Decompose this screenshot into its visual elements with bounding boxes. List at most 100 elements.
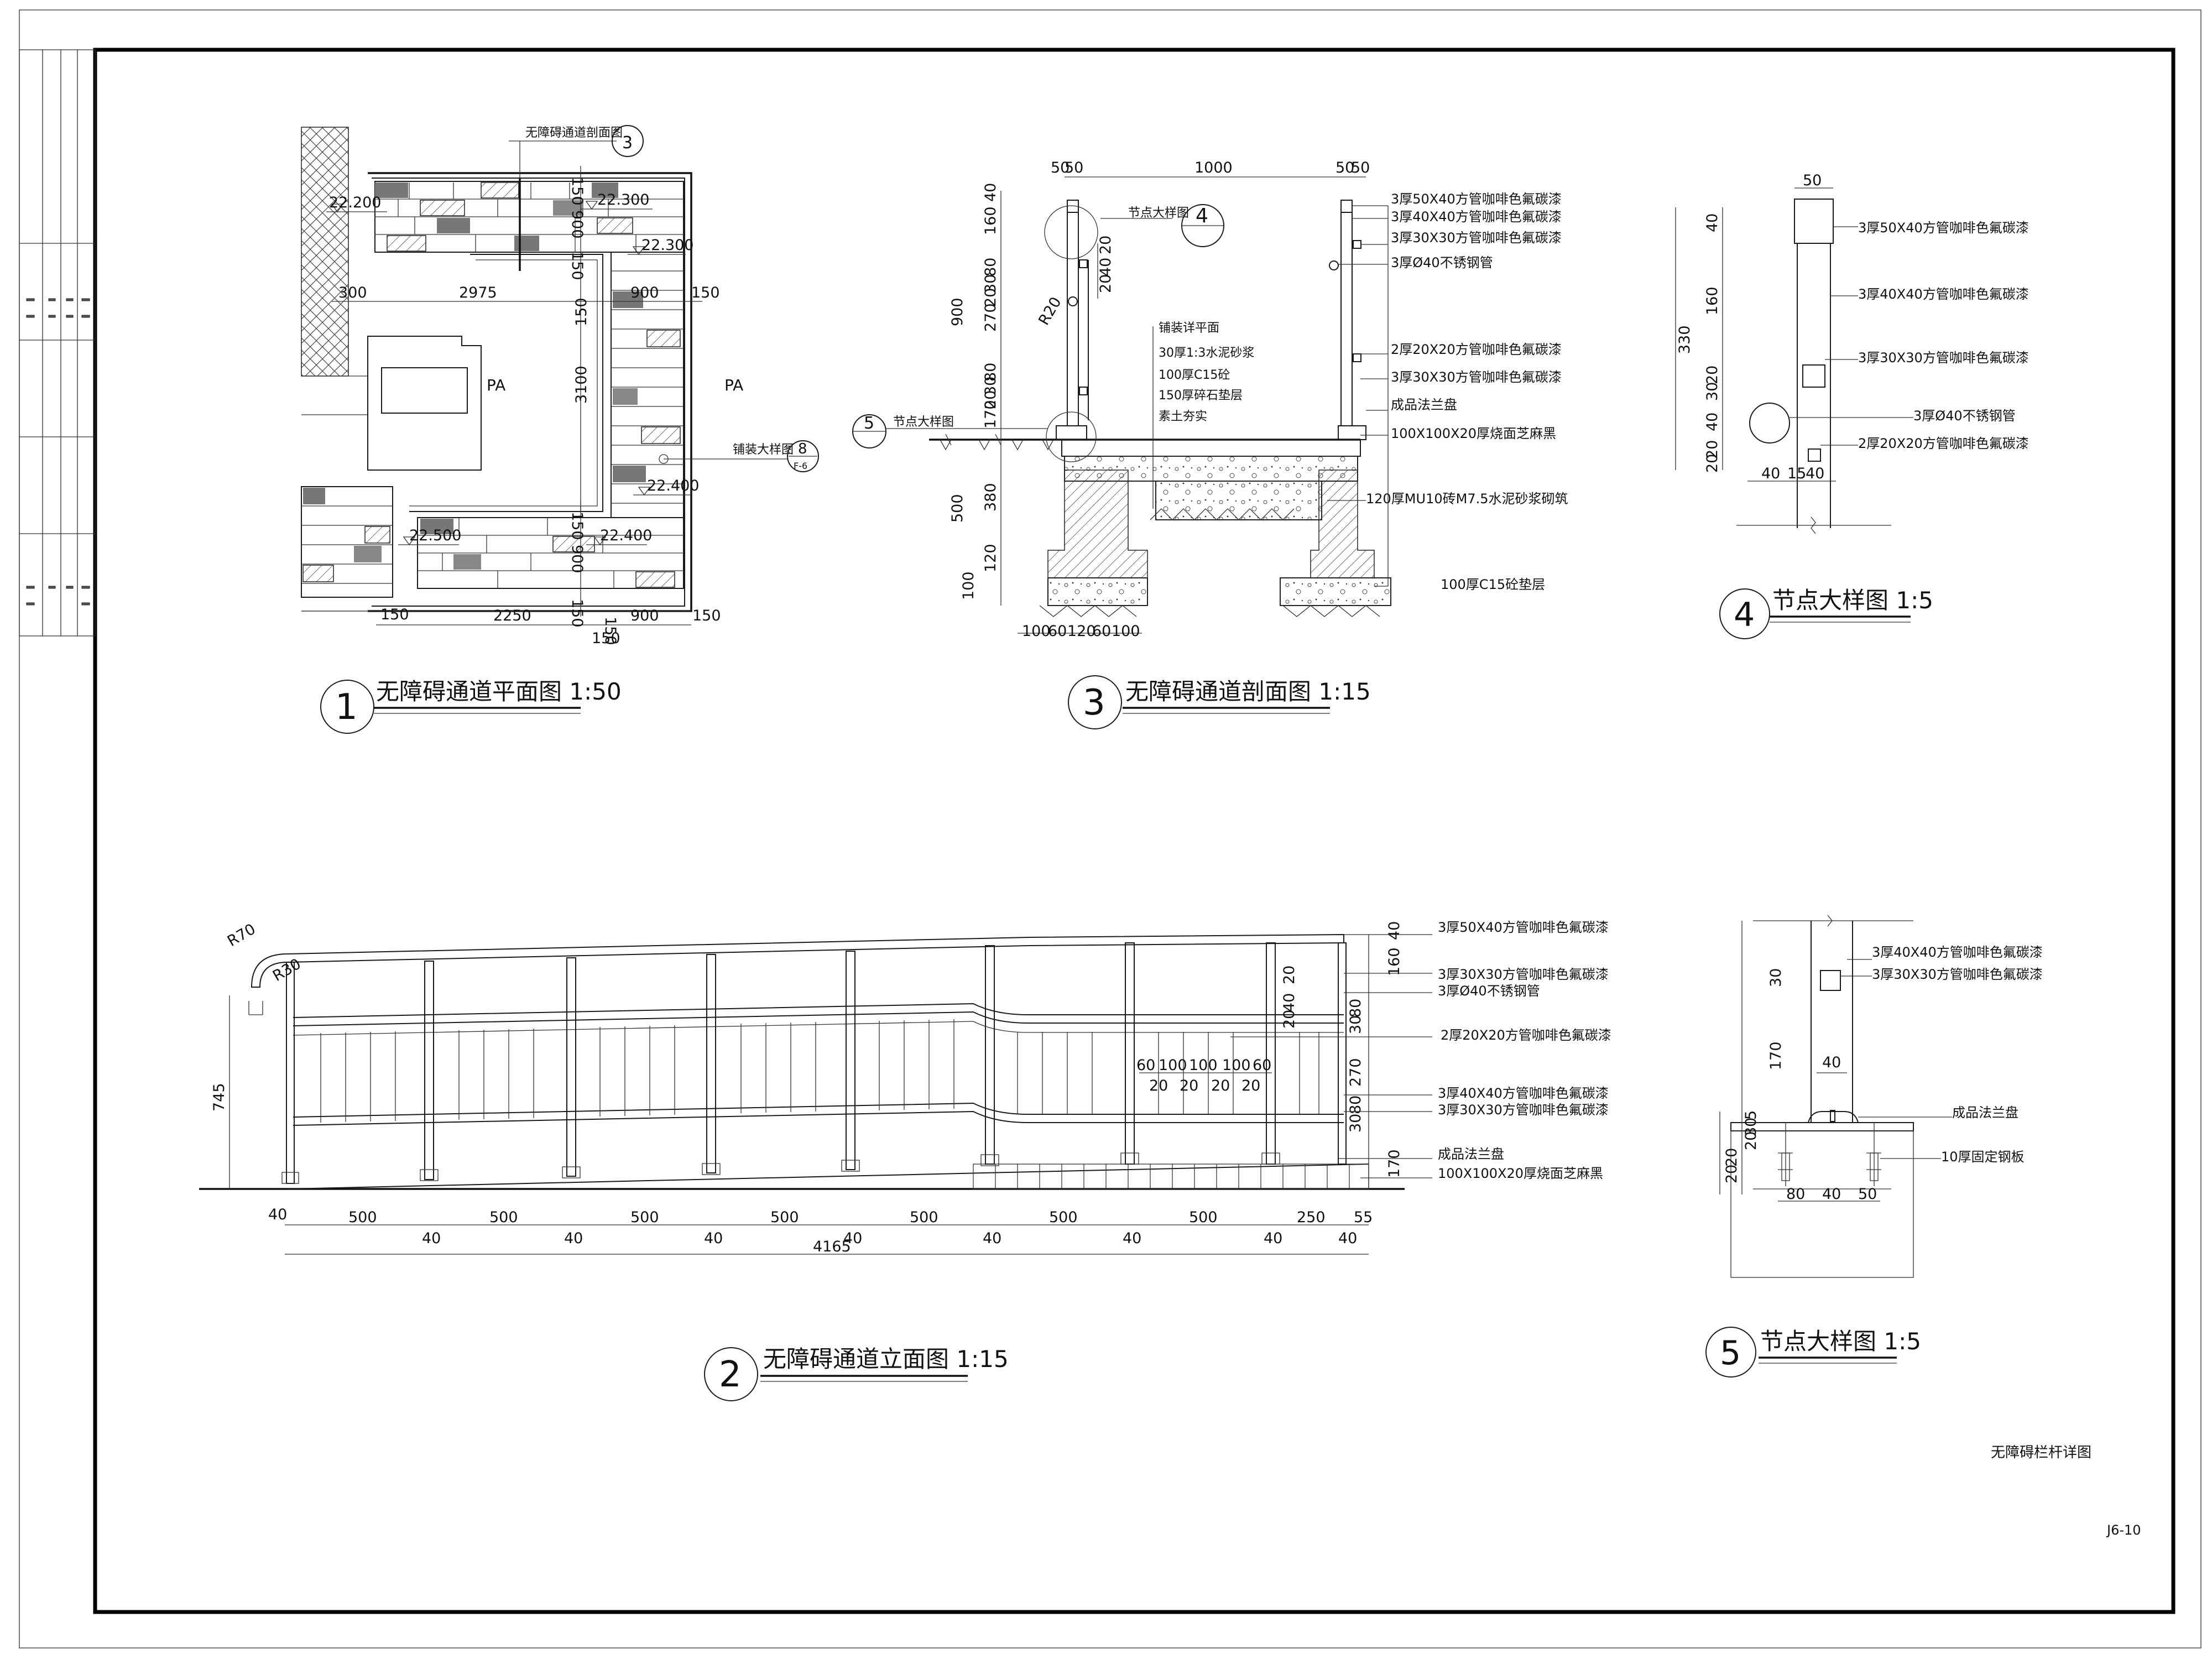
plan-section-ref-num: 3 — [622, 133, 633, 153]
section-left-railing — [1056, 200, 1089, 440]
label-elevation-post_dims-2: 40 — [704, 1230, 723, 1247]
label-elevation-post_dims-7: 40 — [1338, 1230, 1357, 1247]
label-section-left_dims-1: 160 — [982, 206, 999, 235]
label-plan-dims-d2975: 2975 — [459, 284, 497, 301]
label-elevation-callouts-4: 3厚40X40方管咖啡色氟碳漆 — [1438, 1086, 1609, 1101]
label-section-callouts-8: 120厚MU10砖M7.5水泥砂浆砌筑 — [1366, 491, 1568, 507]
label-section-node5_num: 5 — [864, 414, 874, 433]
label-node5-callouts-1: 3厚30X30方管咖啡色氟碳漆 — [1872, 967, 2043, 982]
label-node4-callouts-3: 3厚Ø40不锈钢管 — [1913, 408, 2016, 424]
label-section-callouts-6: 成品法兰盘 — [1391, 397, 1457, 413]
section-view: 50 50 1000 50 50 40 160 80 30 20 900 270… — [852, 159, 1568, 729]
label-section-left_dims-6: 270 — [982, 303, 999, 332]
label-plan-dims-d900v2: 900 — [568, 545, 586, 573]
label-elevation-post_dims-4: 40 — [983, 1230, 1001, 1247]
plan-section-ref-label: 无障碍通道剖面图 — [525, 126, 623, 140]
label-elevation-right_dims-8: 80 — [1347, 1095, 1364, 1114]
label-elevation-callouts-3: 2厚20X20方管咖啡色氟碳漆 — [1441, 1027, 1611, 1043]
label-section-top_dims-2: 1000 — [1194, 159, 1233, 176]
label-section-callouts-7: 100X100X20厚烧面芝麻黑 — [1391, 426, 1556, 441]
label-plan-dims-d300: 300 — [338, 284, 367, 301]
label-plan-elevs-2: 22.300 — [641, 237, 693, 254]
label-elevation-r70: R70 — [225, 921, 259, 950]
label-section-callouts-9: 100厚C15砼垫层 — [1441, 577, 1545, 592]
label-section-left_dims-10: 170 — [982, 400, 999, 429]
label-plan-dims-d150v4: 150 — [568, 599, 586, 628]
label-elevation-right_dims-3: 40 — [1281, 993, 1298, 1012]
label-elevation-mid_dims-3: 100 — [1222, 1057, 1251, 1074]
label-node5-left_dims-1: 170 — [1767, 1041, 1785, 1070]
upper-paving — [374, 181, 684, 253]
label-elevation-mid_dims-4: 60 — [1253, 1057, 1271, 1074]
label-node5-left_dims-4: 5 — [1743, 1110, 1760, 1120]
label-node4-left_dims-2: 330 — [1676, 325, 1693, 354]
label-elevation-callouts-0: 3厚50X40方管咖啡色氟碳漆 — [1438, 920, 1609, 935]
label-section-left_dims-12: 380 — [982, 483, 999, 512]
section-node4-label: 节点大样图 — [1128, 206, 1189, 220]
label-elevation-bottom_dims-6: 500 — [1049, 1209, 1078, 1226]
label-plan-elevs-1: 22.300 — [597, 191, 649, 208]
label-elevation-callouts-2: 3厚Ø40不锈钢管 — [1438, 983, 1540, 999]
label-section-left_dims-14: 100 — [960, 571, 977, 600]
label-section-layers-0: 铺装详平面 — [1159, 321, 1219, 335]
label-section-left_dims-5: 900 — [949, 298, 966, 326]
label-elevation-right_dims-7: 270 — [1347, 1058, 1364, 1087]
label-node5-left_dims-5: 20 — [1723, 1148, 1740, 1167]
label-plan-dims-d150d: 150 — [692, 607, 721, 624]
label-section-bottom_dims-1: 60 — [1048, 623, 1067, 640]
label-plan-dims-d900: 900 — [630, 284, 659, 301]
elevation-title: 无障碍通道立面图 1:15 — [763, 1345, 1009, 1373]
section-node5-label: 节点大样图 — [893, 415, 954, 429]
plan-title-num: 1 — [335, 687, 358, 728]
label-elevation-num: 2 — [719, 1354, 742, 1395]
label-plan-elevs-3: 22.400 — [647, 477, 699, 494]
label-section-mid_dims-0: 20 — [1097, 236, 1114, 254]
label-elevation-right_dims-9: 30 — [1347, 1114, 1364, 1133]
label-section-left_dims-11: 500 — [949, 494, 966, 523]
label-node4-left_dims-6: 20 — [1704, 440, 1721, 459]
section-right-railing — [1329, 200, 1366, 440]
label-section-left_dims-8: 30 — [982, 377, 999, 395]
label-node5-callouts-0: 3厚40X40方管咖啡色氟碳漆 — [1872, 945, 2043, 960]
label-node4-bottom_dims-2: 40 — [1806, 465, 1824, 482]
label-section-callouts-1: 3厚40X40方管咖啡色氟碳漆 — [1391, 209, 1562, 225]
lower-paving — [417, 517, 684, 589]
label-section-top_dims-3: 50 — [1335, 159, 1354, 176]
label-node4-left_dims-4: 30 — [1704, 382, 1721, 401]
label-elevation-bottom_dims-5: 500 — [910, 1209, 938, 1226]
label-section-mid_dims-1: 40 — [1097, 258, 1114, 276]
drawing-title: 无障碍栏杆详图 — [1991, 1444, 2091, 1461]
plan-view: 无障碍通道剖面图 3 铺装大样图 8 F-6 PA PA 22.200 22.3… — [301, 125, 819, 734]
label-plan-elevs-4: 22.500 — [409, 527, 461, 544]
label-elevation-right_dims-0: 40 — [1386, 921, 1403, 940]
left-title-strip — [19, 49, 96, 637]
section-title: 无障碍通道剖面图 1:15 — [1125, 678, 1371, 705]
label-node4-num: 4 — [1734, 596, 1755, 634]
label-node4-left_dims-0: 40 — [1704, 213, 1721, 232]
right-paving — [611, 252, 684, 518]
label-section-left_dims-4: 20 — [982, 288, 999, 307]
label-section-mid_dims-2: 20 — [1097, 274, 1114, 293]
label-node5-callouts-2: 成品法兰盘 — [1952, 1105, 2018, 1120]
label-elevation-mid_dims2-0: 20 — [1149, 1077, 1168, 1094]
node4-view: 50 40 160 330 20 30 40 20 20 40 15 40 3厚… — [1675, 172, 2029, 639]
plan-pa-right: PA — [724, 376, 743, 394]
label-plan-dims-d900b: 900 — [630, 607, 659, 624]
label-section-top_dims-1: 50 — [1065, 159, 1083, 176]
plan-pa-left: PA — [487, 376, 505, 394]
plan-title: 无障碍通道平面图 1:50 — [376, 678, 622, 705]
label-section-layers-3: 150厚碎石垫层 — [1159, 389, 1243, 403]
label-node5-left_dims-3: 30 — [1743, 1118, 1760, 1136]
label-plan-dims-d150v1: 150 — [568, 177, 586, 206]
label-node5-num: 5 — [1720, 1334, 1741, 1373]
label-node5-bottom_dims-0: 80 — [1786, 1186, 1805, 1203]
plan-elevation-markers: 22.200 22.300 22.300 22.400 22.500 22.40… — [326, 191, 699, 546]
label-elevation-mid_dims-1: 100 — [1159, 1057, 1187, 1074]
label-node4-top_dim: 50 — [1803, 172, 1822, 189]
outer-border — [19, 9, 2201, 1648]
elevation-posts — [286, 942, 1347, 1184]
label-node5-left_dims-6: 20 — [1723, 1165, 1740, 1183]
label-node5-callouts-3: 10厚固定钢板 — [1941, 1149, 2025, 1165]
label-elevation-right_dims-1: 160 — [1386, 947, 1403, 976]
label-section-layers-4: 素土夯实 — [1159, 410, 1207, 424]
